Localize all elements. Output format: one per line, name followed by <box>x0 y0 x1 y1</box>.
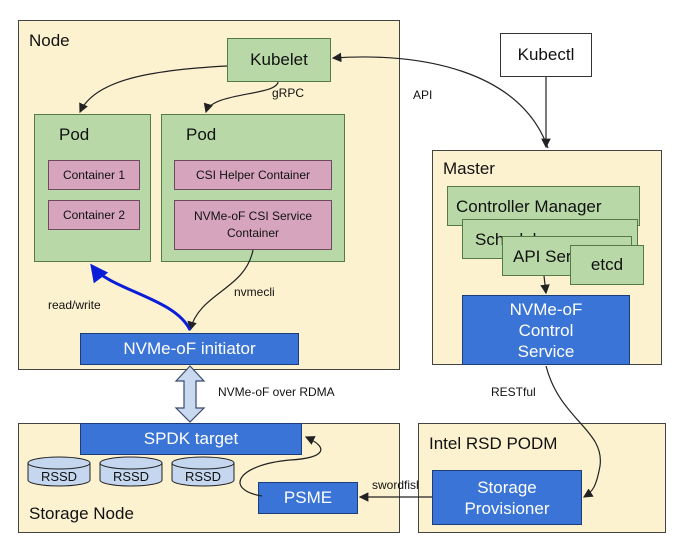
master-title: Master <box>443 159 495 178</box>
kubelet-label: Kubelet <box>250 50 308 69</box>
pod-1-title: Pod <box>59 125 90 144</box>
rdma-double-arrow <box>174 365 206 423</box>
api-label: API <box>413 88 433 102</box>
spdk-target: SPDK target <box>80 423 302 455</box>
nvme-csi-service-container: NVMe-oF CSI Service Container <box>174 200 332 250</box>
nvme-control-service: NVMe-oF Control Service <box>462 295 630 365</box>
restful-label: RESTful <box>491 385 536 399</box>
pod-2-title: Pod <box>186 125 217 144</box>
storage-provisioner: Storage Provisioner <box>432 470 582 525</box>
rdma-label: NVMe-oF over RDMA <box>218 385 335 399</box>
nvmecli-label: nvmecli <box>234 285 275 299</box>
swordfish-label: swordfish <box>372 478 423 492</box>
container-2: Container 2 <box>48 200 140 230</box>
grpc-label: gRPC <box>272 86 305 100</box>
podm-title: Intel RSD PODM <box>429 434 558 453</box>
kubectl-box: Kubectl <box>500 33 592 77</box>
kubelet-box: Kubelet <box>227 38 331 82</box>
container-1: Container 1 <box>48 160 140 190</box>
psme-box: PSME <box>258 482 358 514</box>
read-write-label: read/write <box>48 298 101 312</box>
etcd-box: etcd <box>570 245 644 285</box>
nvme-initiator: NVMe-oF initiator <box>80 333 299 365</box>
csi-helper-container: CSI Helper Container <box>174 160 332 190</box>
storage-node-title: Storage Node <box>29 504 134 523</box>
node-title: Node <box>29 31 70 50</box>
